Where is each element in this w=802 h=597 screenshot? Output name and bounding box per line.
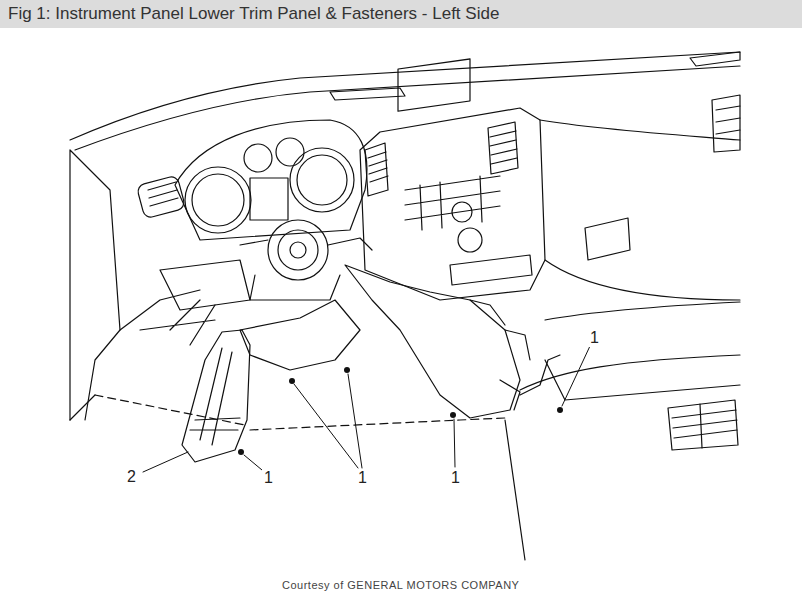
figure-caption: Courtesy of GENERAL MOTORS COMPANY: [282, 579, 519, 591]
callout-number: 1: [356, 469, 369, 487]
callout-number: 1: [449, 469, 462, 487]
figure-title: Fig 1: Instrument Panel Lower Trim Panel…: [8, 4, 499, 24]
callout-number: 1: [588, 329, 601, 347]
callout-number: 2: [125, 468, 138, 486]
callout-number: 1: [262, 469, 275, 487]
